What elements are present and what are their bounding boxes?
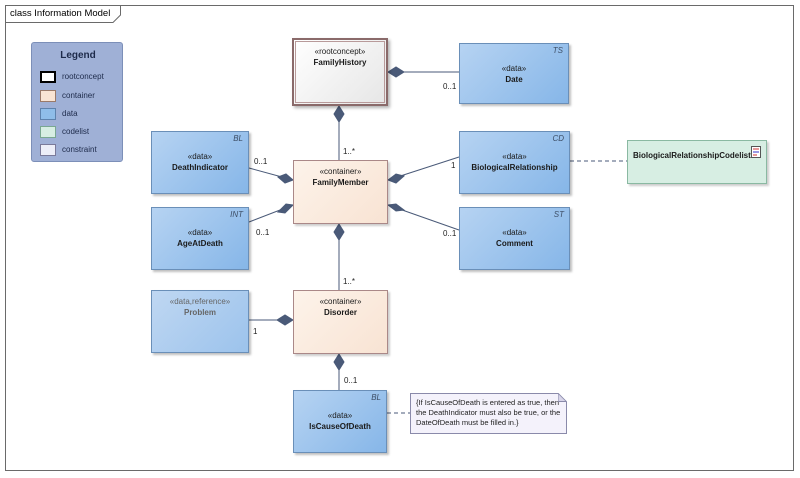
legend-label: rootconcept (62, 72, 104, 81)
class-name: Comment (496, 239, 533, 248)
class-family-member[interactable]: «container» FamilyMember (293, 160, 388, 224)
multiplicity-is-cause-of-death: 0..1 (344, 376, 358, 385)
legend-title: Legend (60, 50, 96, 61)
constraint-note[interactable]: {If IsCauseOfDeath is entered as true, t… (410, 393, 567, 434)
codelist-icon (751, 146, 762, 160)
legend-swatch (40, 108, 56, 120)
stereotype-label: «container» (319, 167, 362, 176)
type-label: BL (233, 134, 243, 143)
legend-label: container (62, 91, 95, 100)
stereotype-label: «data» (502, 228, 527, 237)
type-label: BL (371, 393, 381, 402)
class-biological-relationship-codelist[interactable]: BiologicalRelationshipCodelist (627, 140, 767, 184)
class-biological-relationship[interactable]: CD «data» BiologicalRelationship (459, 131, 570, 194)
multiplicity-age-at-death: 0..1 (256, 228, 270, 237)
diamond-disorder (333, 223, 345, 241)
class-disorder[interactable]: «container» Disorder (293, 290, 388, 354)
multiplicity-date: 0..1 (443, 82, 457, 91)
diamond-age-at-death (276, 203, 295, 214)
stereotype-label: «data» (327, 411, 353, 420)
multiplicity-death-indicator: 0..1 (254, 157, 268, 166)
diamond-is-cause-of-death (333, 353, 345, 371)
class-name: IsCauseOfDeath (309, 422, 371, 431)
note-line: DateOfDeath must be filled in.} (416, 418, 519, 427)
multiplicity-family-member: 1..* (343, 147, 356, 156)
stereotype-label: «data» (502, 152, 527, 161)
type-label: ST (553, 210, 564, 219)
legend-label: data (62, 109, 78, 118)
frame-title: class Information Model (10, 8, 111, 19)
diamond-biological-relationship (386, 173, 406, 184)
diamond-date (387, 66, 405, 78)
class-name: AgeAtDeath (177, 239, 223, 248)
stereotype-label: «data» (187, 152, 213, 161)
legend: Legend rootconcept container data codeli… (31, 42, 123, 162)
legend-label: constraint (62, 145, 97, 154)
class-name: DeathIndicator (171, 163, 228, 172)
stereotype-label: «data,reference» (169, 297, 231, 306)
type-label: TS (552, 46, 563, 55)
legend-label: codelist (62, 127, 90, 136)
class-comment[interactable]: ST «data» Comment (459, 207, 570, 270)
diamond-comment (386, 203, 406, 212)
stereotype-label: «container» (319, 297, 362, 306)
class-is-cause-of-death[interactable]: BL «data» IsCauseOfDeath (293, 390, 387, 453)
diagram-frame (5, 5, 794, 471)
diamond-problem (276, 314, 294, 326)
note-line: {If IsCauseOfDeath is entered as true, t… (416, 398, 559, 407)
stereotype-label: «rootconcept» (314, 47, 366, 56)
legend-swatch (40, 126, 56, 138)
class-name: FamilyHistory (313, 58, 367, 67)
class-name: BiologicalRelationshipCodelist (633, 151, 751, 160)
legend-swatch (40, 90, 56, 102)
stereotype-label: «data» (187, 228, 213, 237)
diamond-family-member (333, 105, 345, 123)
legend-swatch (40, 144, 56, 156)
legend-swatch (40, 71, 56, 83)
class-family-history[interactable]: «rootconcept» FamilyHistory (292, 38, 388, 106)
type-label: CD (552, 134, 564, 143)
class-name: BiologicalRelationship (471, 163, 558, 172)
class-death-indicator[interactable]: BL «data» DeathIndicator (151, 131, 249, 194)
diamond-death-indicator (277, 173, 294, 184)
note-fold-icon (558, 393, 567, 402)
class-date[interactable]: TS «data» Date (459, 43, 569, 104)
class-name: FamilyMember (312, 178, 369, 187)
class-name: Problem (183, 308, 216, 317)
class-problem[interactable]: «data,reference» Problem (151, 290, 249, 353)
stereotype-label: «data» (501, 64, 527, 73)
class-name: Disorder (324, 308, 357, 317)
multiplicity-problem: 1 (253, 327, 258, 336)
class-age-at-death[interactable]: INT «data» AgeAtDeath (151, 207, 249, 270)
multiplicity-disorder: 1..* (343, 277, 356, 286)
type-label: INT (230, 210, 243, 219)
frame-tab (5, 5, 121, 23)
multiplicity-comment: 0..1 (443, 229, 457, 238)
note-line: the DeathIndicator must also be true, or… (416, 408, 561, 417)
class-name: Date (505, 75, 523, 84)
multiplicity-biological-relationship: 1 (451, 161, 456, 170)
